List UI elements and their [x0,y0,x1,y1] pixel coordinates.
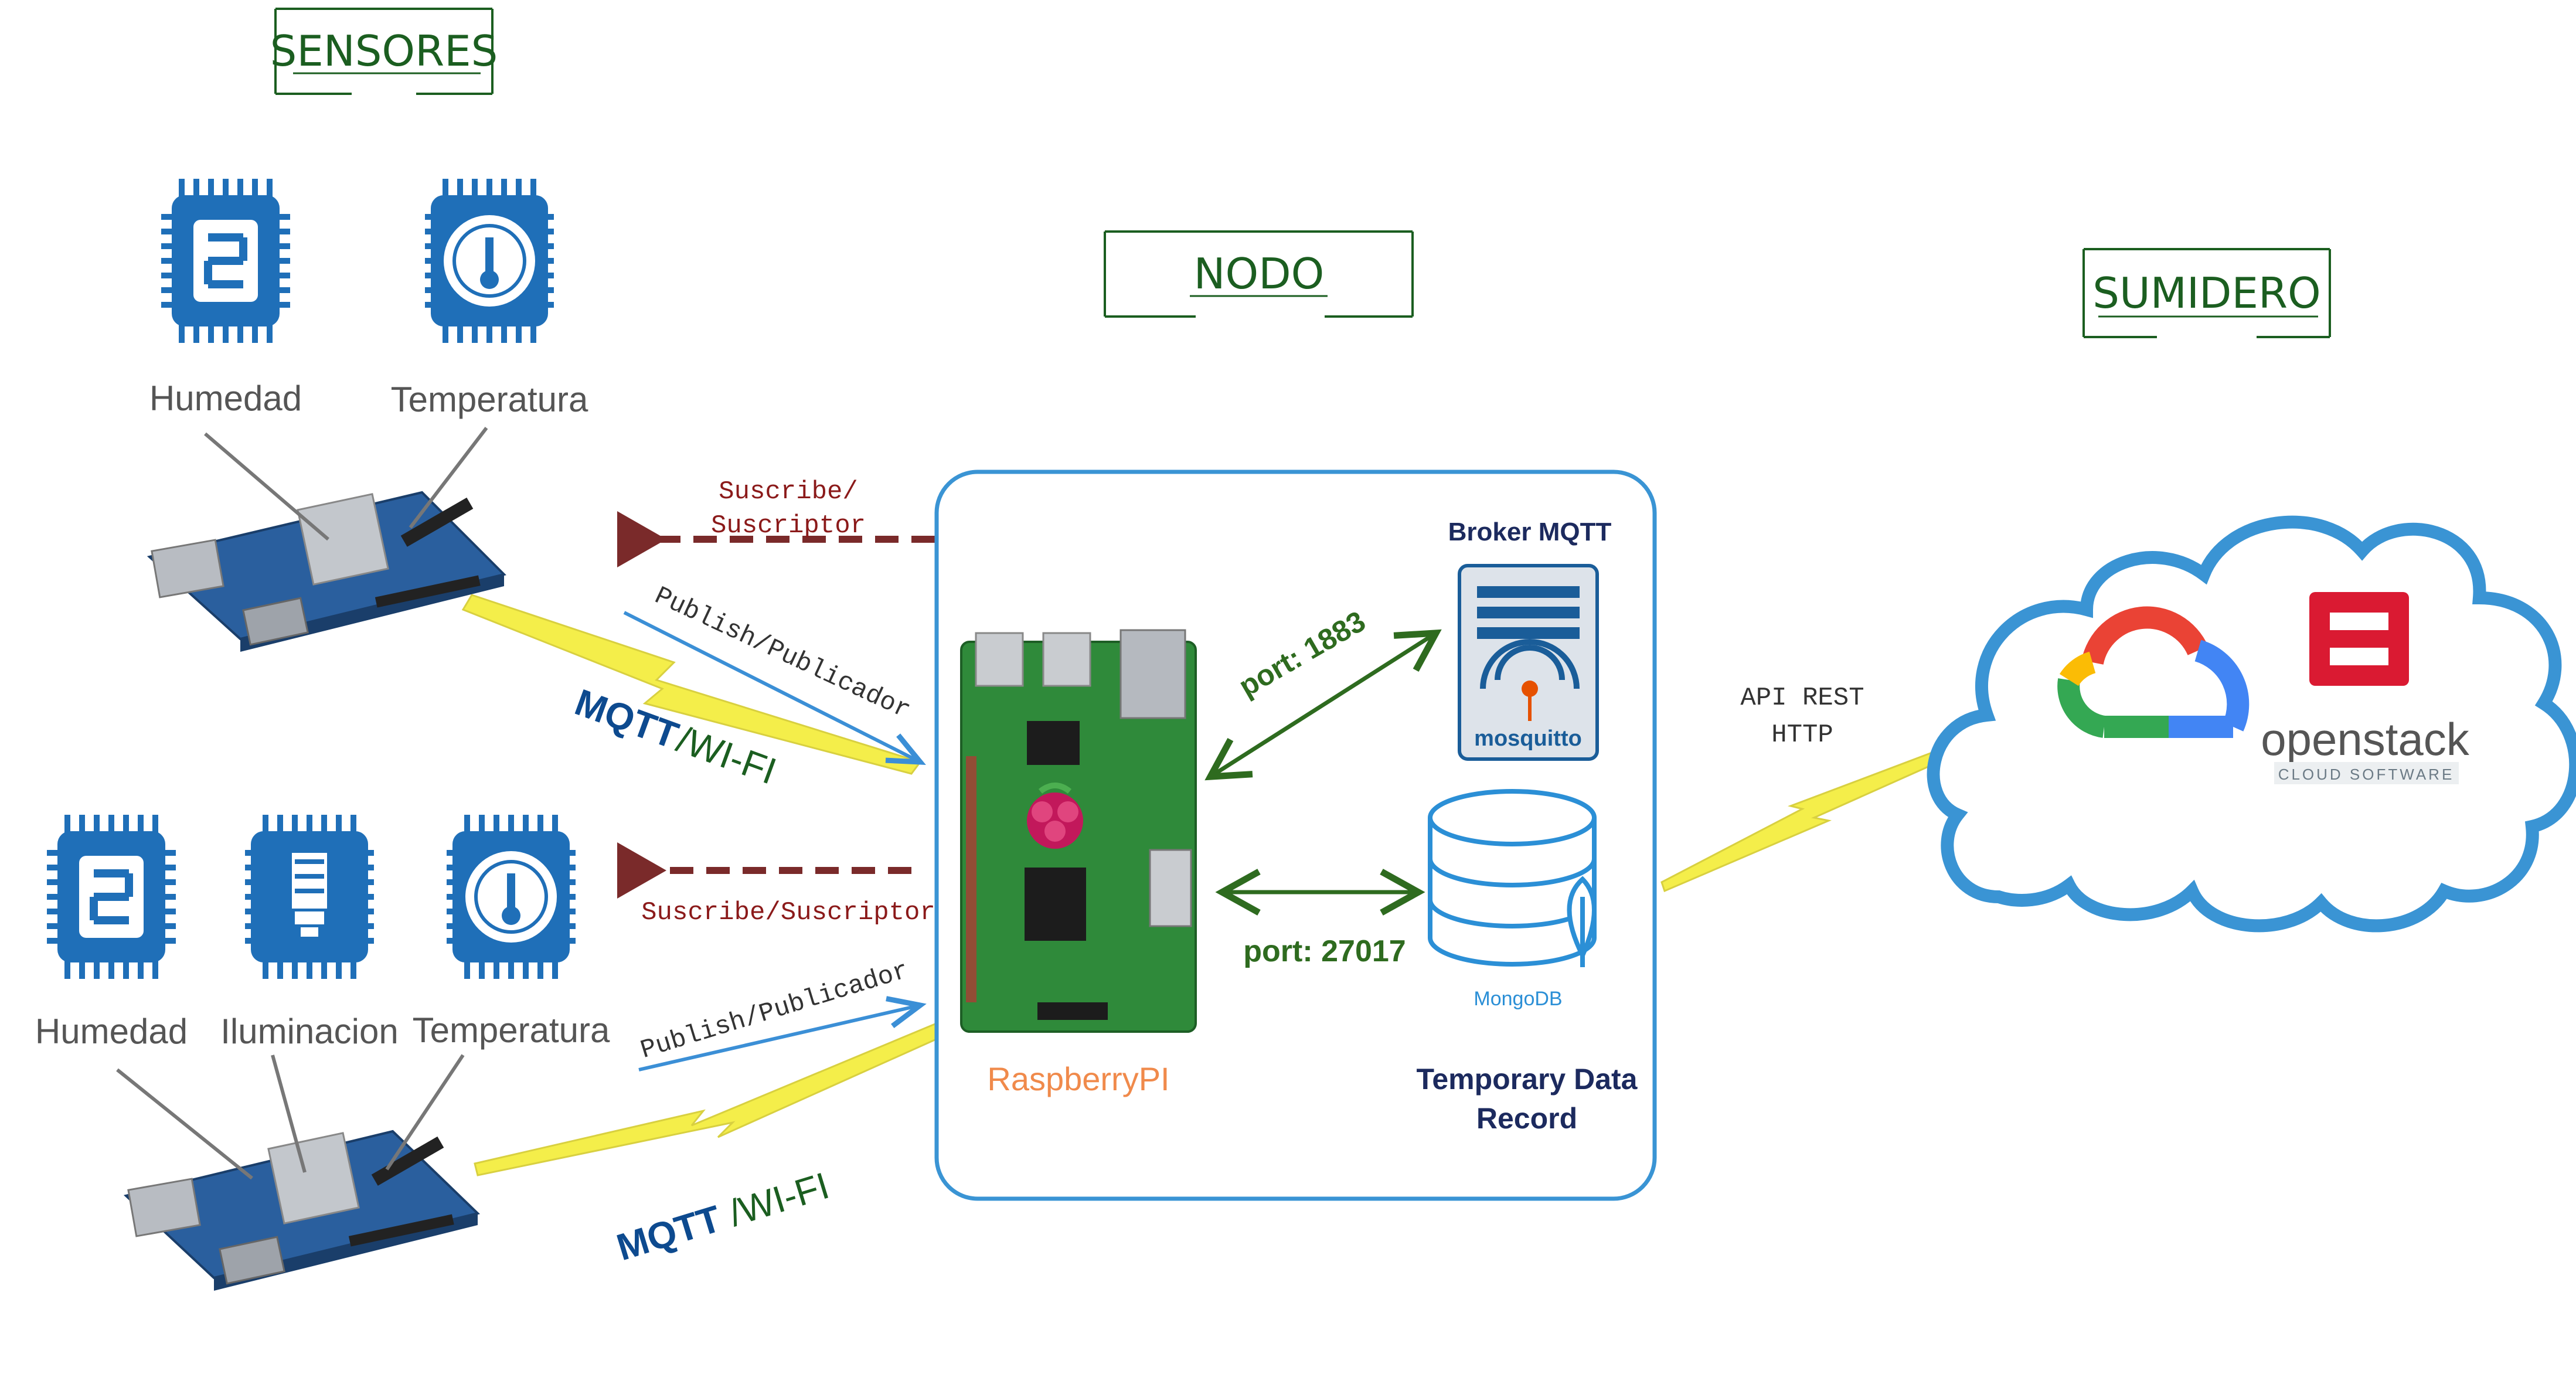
temperature-chip-icon-bottom [447,815,576,979]
openstack-sub-label: CLOUD SOFTWARE [2278,766,2455,783]
api-rest-label-2: HTTP [1771,720,1833,750]
publish-bottom-label: Publish/Publicador [637,956,912,1066]
humidity-label-bottom: Humedad [35,1012,188,1051]
humidity-chip-icon-bottom [47,815,176,979]
broker-link-arrow [1204,629,1442,781]
wireless-bolt-cloud [1660,746,1954,893]
openstack-sub-bg [2274,762,2459,784]
temporary-data-record-label-2: Record [1476,1102,1577,1135]
raspberry-pi-label: RaspberryPI [987,1060,1169,1097]
sensor-connector-lines [116,427,488,1180]
port-db-label: port: 27017 [1243,934,1406,968]
subscribe-top-label-2: Suscriptor [711,511,866,540]
section-nodo: NODO [1104,230,1414,318]
cloud-shape [1927,515,2576,933]
mqtt-wifi-bottom-label: MQTT /WI-FI [612,1164,834,1268]
svg-text:MQTT: MQTT [612,1197,726,1268]
svg-text:/WI-FI: /WI-FI [724,1164,834,1234]
arduino-board-top-icon [147,491,506,652]
api-rest-label-1: API REST [1740,683,1864,713]
subscribe-bottom-label: Suscribe/Suscriptor [641,898,935,927]
openstack-logo-icon [2309,592,2409,686]
temperature-chip-icon-top [425,179,554,343]
svg-text:SENSORES: SENSORES [270,26,498,76]
temporary-data-record-label-1: Temporary Data [1417,1063,1638,1096]
subscribe-top-label-1: Suscribe/ [719,477,858,506]
mongodb-database-icon [1428,789,1597,967]
humidity-chip-icon-top [161,179,290,343]
temperature-label-top: Temperatura [391,380,588,419]
section-sensores: SENSORES [270,8,498,95]
openstack-label: openstack [2261,713,2470,765]
section-sumidero: SUMIDERO [2082,248,2331,338]
temperature-label-bottom: Temperatura [413,1011,610,1050]
broker-mqtt-title: Broker MQTT [1448,518,1612,546]
mosquitto-logo-icon [1458,564,1599,761]
publish-arrow-bottom [638,996,927,1072]
mosquitto-label: mosquitto [1474,726,1582,751]
illumination-label-bottom: Iluminacion [220,1012,399,1051]
illumination-chip-icon-bottom [245,815,374,979]
google-cloud-logo-icon [2057,606,2250,738]
mongodb-label: MongoDB [1474,988,1562,1010]
publish-arrow-top [623,611,926,765]
raspberry-pi-board-icon [960,629,1197,1033]
svg-text:SUMIDERO: SUMIDERO [2092,268,2320,318]
svg-text:NODO: NODO [1194,249,1325,298]
humidity-label-top: Humedad [149,379,302,418]
wireless-bolt-top [461,594,922,775]
